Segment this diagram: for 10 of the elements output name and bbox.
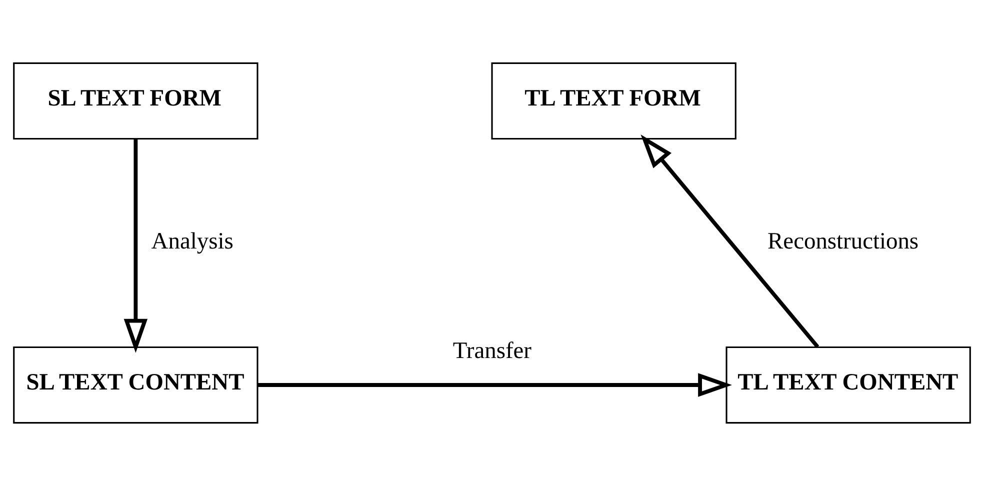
node-box: SL TEXT FORM — [13, 62, 258, 140]
node-box: TL TEXT FORM — [491, 62, 736, 140]
node-box: SL TEXT CONTENT — [13, 346, 258, 424]
node-box: TL TEXT CONTENT — [726, 346, 971, 424]
edge-label: Reconstructions — [768, 228, 919, 254]
arrow — [124, 138, 148, 352]
arrow — [640, 134, 820, 348]
edge-label: Analysis — [151, 228, 234, 254]
edge-label: Transfer — [452, 338, 532, 364]
arrow — [258, 372, 732, 396]
